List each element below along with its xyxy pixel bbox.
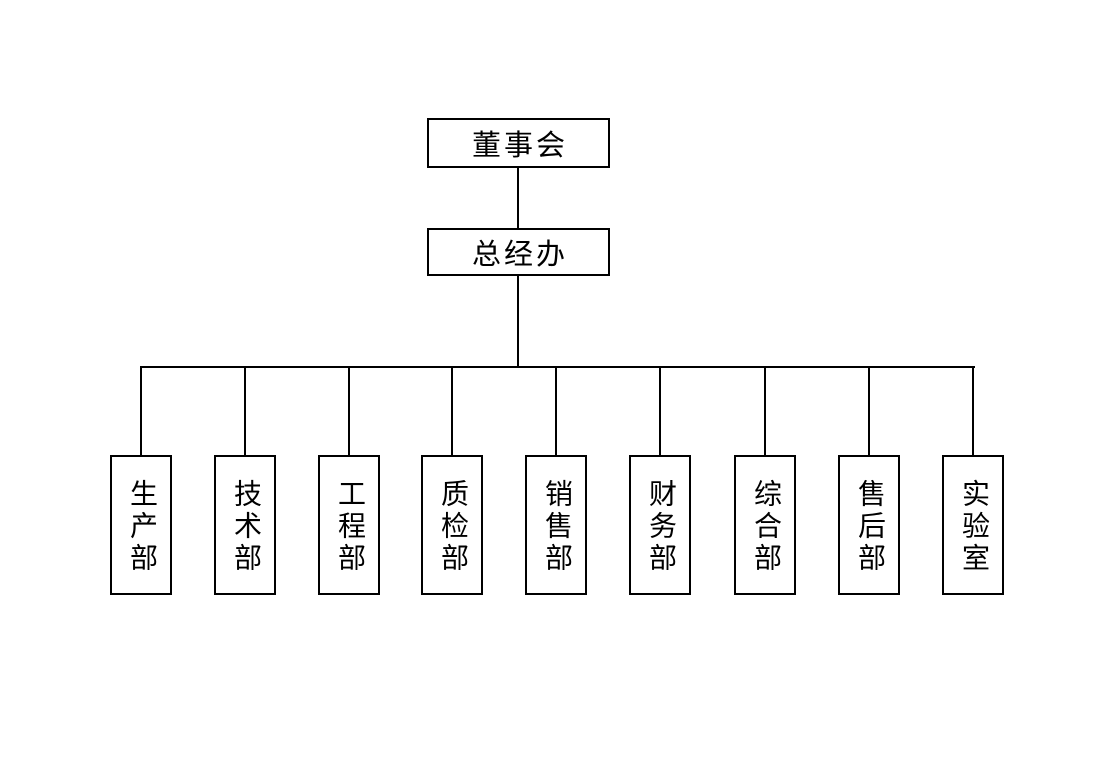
- org-node-technology-dept-label: 技术部: [230, 479, 261, 575]
- connector-drop-laboratory: [972, 366, 974, 455]
- connector-bus-line: [140, 366, 975, 368]
- org-node-quality-dept: 质检部: [421, 455, 483, 595]
- org-node-sales-dept-label: 销售部: [541, 479, 572, 575]
- connector-drop-sales: [555, 366, 557, 455]
- org-node-after-sales-dept-label: 售后部: [854, 479, 885, 575]
- org-node-general-affairs-dept-label: 综合部: [750, 479, 781, 575]
- connector-board-office: [517, 168, 519, 228]
- org-node-finance-dept: 财务部: [629, 455, 691, 595]
- org-node-sales-dept: 销售部: [525, 455, 587, 595]
- connector-office-bus: [517, 276, 519, 368]
- org-node-quality-dept-label: 质检部: [437, 479, 468, 575]
- org-node-board-label: 董事会: [471, 130, 568, 162]
- org-node-finance-dept-label: 财务部: [645, 479, 676, 575]
- org-node-technology-dept: 技术部: [214, 455, 276, 595]
- org-node-engineering-dept: 工程部: [318, 455, 380, 595]
- connector-drop-technology: [244, 366, 246, 455]
- connector-drop-after-sales: [868, 366, 870, 455]
- connector-drop-finance: [659, 366, 661, 455]
- org-node-production-dept: 生产部: [110, 455, 172, 595]
- org-node-laboratory: 实验室: [942, 455, 1004, 595]
- connector-drop-production: [140, 366, 142, 455]
- org-node-gm-office: 总经办: [427, 228, 610, 276]
- org-node-after-sales-dept: 售后部: [838, 455, 900, 595]
- org-node-gm-office-label: 总经办: [471, 239, 568, 271]
- org-node-laboratory-label: 实验室: [958, 479, 989, 575]
- connector-drop-engineering: [348, 366, 350, 455]
- org-node-general-affairs-dept: 综合部: [734, 455, 796, 595]
- connector-drop-general-affairs: [764, 366, 766, 455]
- org-node-production-dept-label: 生产部: [126, 479, 157, 575]
- org-node-engineering-dept-label: 工程部: [334, 479, 365, 575]
- connector-drop-quality: [451, 366, 453, 455]
- org-node-board: 董事会: [427, 118, 610, 168]
